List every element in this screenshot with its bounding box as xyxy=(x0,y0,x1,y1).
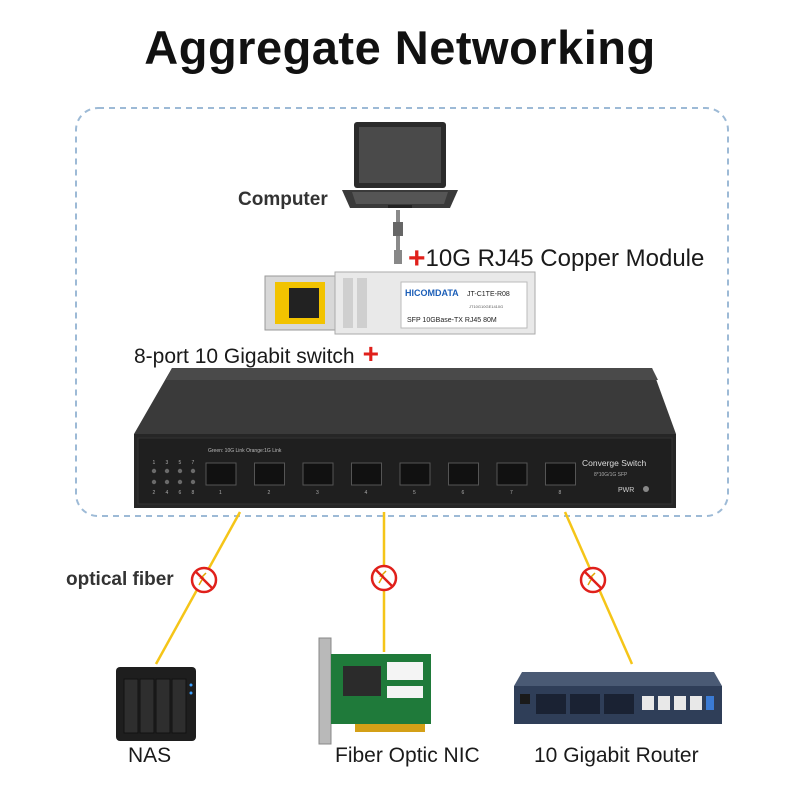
switch-legend: Green: 10G Link Orange:1G Link xyxy=(208,448,282,454)
port-number: 7 xyxy=(510,490,513,496)
port-number: 4 xyxy=(365,490,368,496)
port-led xyxy=(177,479,183,485)
sfp-port xyxy=(254,462,285,486)
copper-module-label: 10G RJ45 Copper Module xyxy=(425,245,705,272)
port-number: 5 xyxy=(413,490,416,496)
plus-icon: + xyxy=(408,242,426,275)
switch-label: 8-port 10 Gigabit switch xyxy=(134,345,355,368)
port-led xyxy=(164,468,170,474)
sfp-port xyxy=(448,462,479,486)
sfp-port xyxy=(399,462,431,486)
port-number: 2 xyxy=(268,490,271,496)
rj45-plug-lower xyxy=(394,250,402,264)
optical-fiber-label: optical fiber xyxy=(66,569,174,590)
no-sign-icon xyxy=(370,564,398,592)
module-spec: SFP 10GBase-TX RJ45 80M xyxy=(407,317,497,324)
switch-sub: 8*10G/1G SFP xyxy=(594,472,628,478)
sfp-port xyxy=(302,462,334,486)
port-led xyxy=(151,468,157,474)
nic-label: Fiber Optic NIC xyxy=(335,744,480,767)
copper-module-label-row: +10G RJ45 Copper Module xyxy=(408,240,705,275)
nas-icon xyxy=(116,667,196,741)
switch-label-row: 8-port 10 Gigabit switch + xyxy=(134,338,379,370)
module-serial: JT10G10GE1410G xyxy=(469,304,503,309)
led-number-top: 7 xyxy=(192,460,195,466)
port-led xyxy=(151,479,157,485)
port-number: 8 xyxy=(559,490,562,496)
network-boundary xyxy=(75,107,729,517)
nas-label: NAS xyxy=(128,744,172,767)
led-number-top: 3 xyxy=(166,460,169,466)
nic-card-icon xyxy=(318,637,431,745)
port-number: 3 xyxy=(316,490,319,496)
plus-icon: + xyxy=(362,338,379,369)
port-number: 1 xyxy=(219,490,222,496)
port-group: 1 2 3 4 5 6 7 8 xyxy=(205,462,576,496)
sfp-module-image: HICOMDATA JT-C1TE-R08 JT10G10GE1410G SFP… xyxy=(264,271,536,335)
module-brand: HICOMDATA xyxy=(405,288,459,298)
no-sign-icon xyxy=(190,566,218,594)
no-sign-icon xyxy=(579,566,607,594)
led-number-bottom: 2 xyxy=(153,490,156,496)
port-led xyxy=(177,468,183,474)
sfp-port xyxy=(205,462,237,486)
switch-image: Green: 10G Link Orange:1G Link Converge … xyxy=(134,368,676,508)
router-label: 10 Gigabit Router xyxy=(534,744,699,767)
led-number-top: 1 xyxy=(153,460,156,466)
port-number: 6 xyxy=(462,490,465,496)
port-led xyxy=(190,468,196,474)
pwr-led xyxy=(643,486,649,492)
led-number-bottom: 8 xyxy=(192,490,195,496)
led-group: 1 3 5 7 2 4 6 8 xyxy=(151,460,196,496)
sfp-port xyxy=(496,462,528,486)
router-icon xyxy=(514,672,722,724)
port-led xyxy=(164,479,170,485)
port-led xyxy=(190,479,196,485)
sfp-port xyxy=(351,462,382,486)
laptop-icon xyxy=(342,122,458,208)
led-number-bottom: 6 xyxy=(179,490,182,496)
rj45-plug xyxy=(393,222,403,236)
diagram-title: Aggregate Networking xyxy=(144,21,656,74)
led-number-bottom: 4 xyxy=(166,490,169,496)
switch-pwr-label: PWR xyxy=(618,487,634,494)
led-number-top: 5 xyxy=(179,460,182,466)
sfp-port xyxy=(545,462,576,486)
module-model: JT-C1TE-R08 xyxy=(467,291,510,298)
computer-label: Computer xyxy=(238,189,328,210)
switch-name: Converge Switch xyxy=(582,458,647,468)
